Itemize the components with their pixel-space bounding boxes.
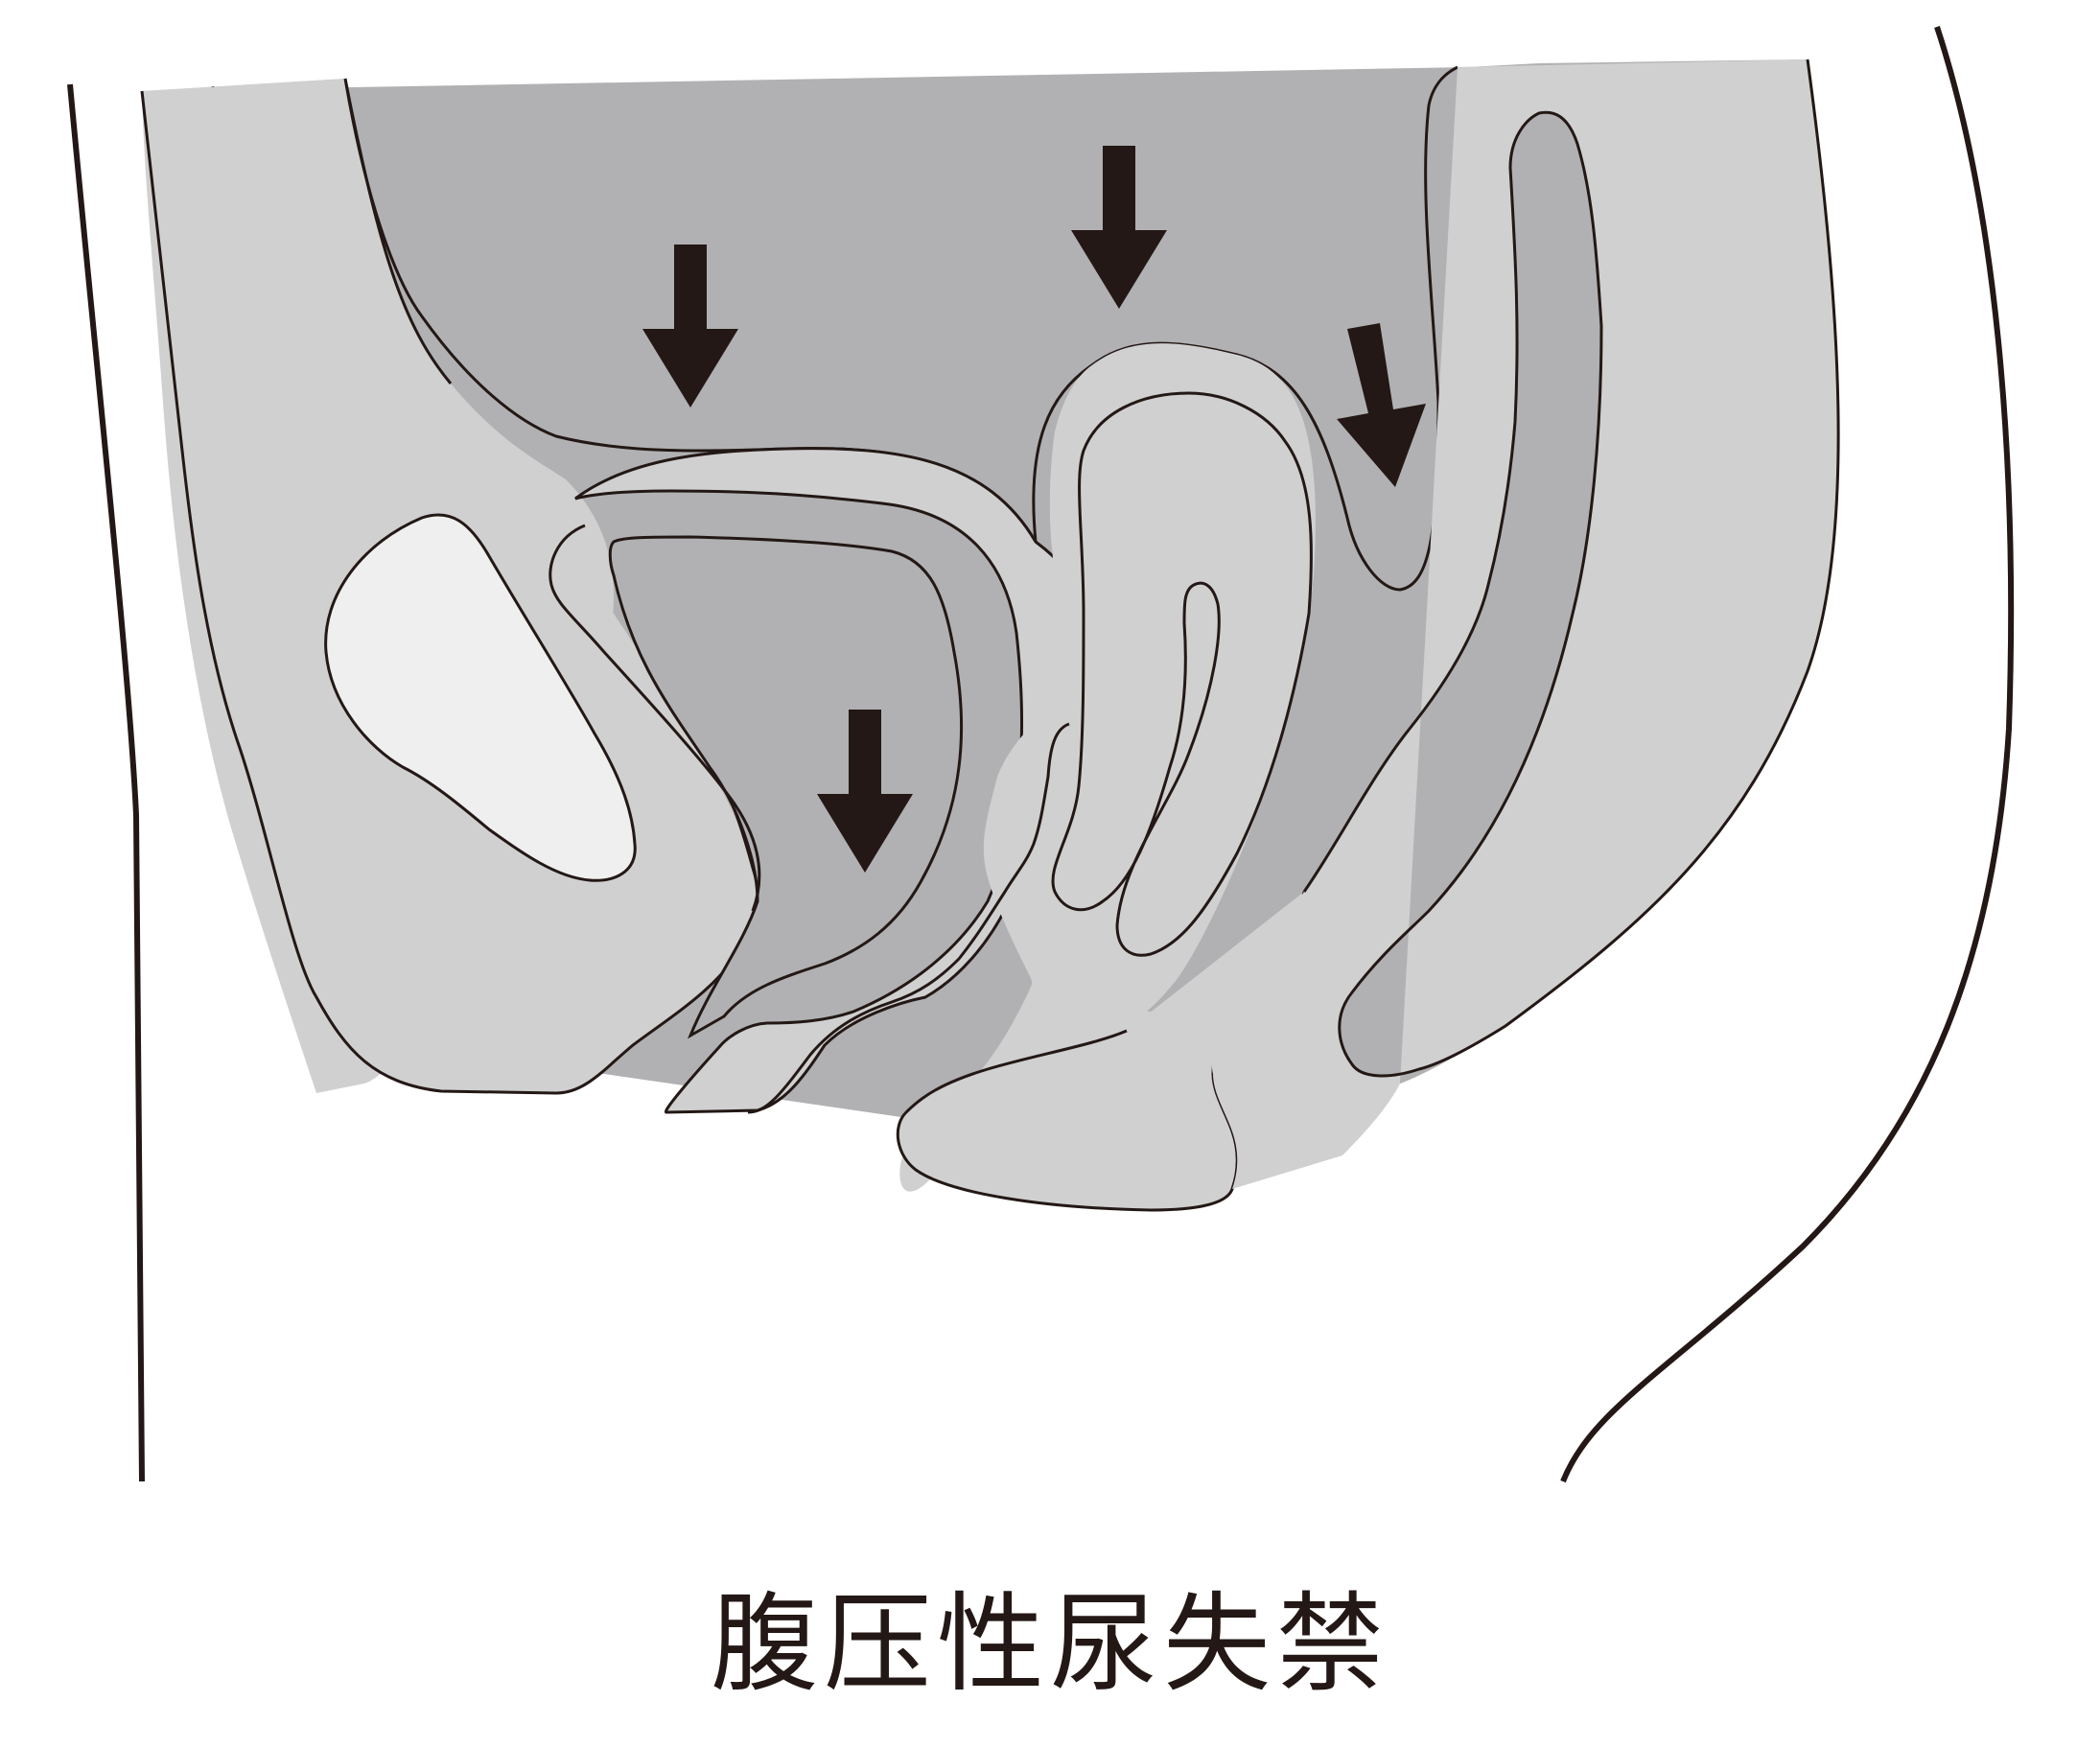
bladder-lumen (608, 535, 964, 1039)
vagina (747, 722, 1070, 1114)
arrow-bladder-inner (817, 710, 913, 873)
pelvic-cross-section-diagram (67, 26, 2015, 1483)
right-body-contour (1560, 26, 2015, 1483)
rectum-outer-outline (1302, 58, 1840, 1078)
diagram-caption: 腹压性尿失禁 (711, 1582, 1389, 1707)
left-body-contour (67, 83, 145, 1482)
arrow-rectum (1337, 323, 1426, 487)
rectum (1211, 59, 1839, 1189)
arrow-uterus-top (1071, 146, 1167, 309)
arrow-bladder-top (642, 245, 738, 408)
urethra (548, 524, 761, 912)
pubic-bone (324, 513, 637, 882)
uterus-inner (1051, 391, 1313, 957)
